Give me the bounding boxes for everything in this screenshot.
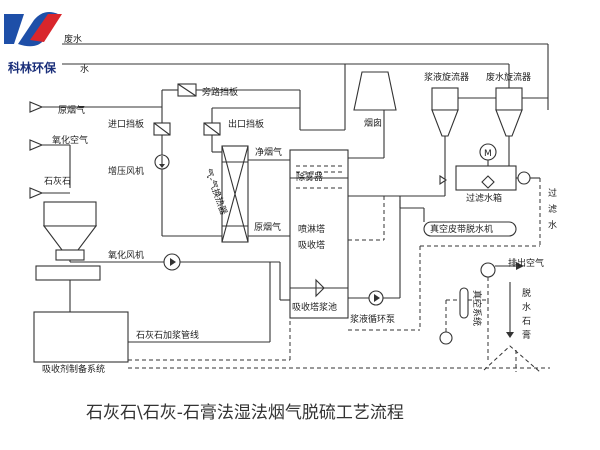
vacuum-belt-filter-label: 真空皮带脱水机 (430, 223, 493, 235)
page-title: 石灰石\石灰-石膏法湿法烟气脱硫工艺流程 (86, 402, 404, 423)
clean-flue-gas-label: 净烟气 (255, 146, 282, 158)
filtrate-water-label-3: 水 (548, 219, 557, 231)
booster-fan-label: 增压风机 (108, 165, 144, 177)
chimney (353, 71, 397, 111)
waste-water-label: 废水 (64, 33, 82, 45)
motor-label: M (484, 149, 492, 159)
gypsum-label-3: 石 (522, 317, 531, 327)
oxidation-air-arrow-icon (29, 139, 44, 151)
company-logo (4, 12, 62, 47)
slurry-cyclone (431, 87, 459, 111)
chimney-label: 烟囱 (364, 117, 382, 129)
filtrate-water-label-2: 滤 (548, 203, 557, 215)
tower-slurry-pool-label: 吸收塔浆池 (292, 301, 337, 313)
raw-flue-gas-label: 原烟气 (58, 104, 85, 116)
agitator-icon (315, 278, 325, 298)
absorbent-prep-system (33, 311, 129, 363)
vacuum-system-pump-icon (439, 331, 453, 345)
filtrate-inlet-icon (439, 174, 447, 186)
vacuum-receiver (459, 287, 469, 319)
slurry-circulation-pump-label: 浆液循环泵 (350, 313, 395, 325)
water-label: 水 (80, 63, 89, 75)
gypsum-label-1: 脱 (522, 287, 531, 299)
wastewater-cyclone (495, 87, 523, 111)
spray-nozzles (296, 165, 342, 189)
gypsum-label-2: 水 (522, 301, 531, 313)
raw-flue-gas-mid-label: 原烟气 (254, 221, 281, 233)
vacuum-belt-filter (423, 221, 517, 237)
oxidation-fan-label: 氧化风机 (108, 249, 144, 261)
absorbent-prep-label: 吸收剂制备系统 (42, 363, 105, 375)
vacuum-system-label: 真空系统 (471, 290, 483, 326)
limestone-arrow-icon (29, 187, 44, 199)
limestone-mill (35, 265, 101, 281)
mist-eliminator-label: 除雾器 (296, 171, 323, 183)
exhaust-air-label: 排出空气 (508, 257, 544, 269)
filtrate-tank-label: 过滤水箱 (466, 192, 502, 204)
gypsum-label-4: 膏 (522, 329, 531, 341)
filtrate-pump-icon (517, 171, 531, 185)
gypsum-pile (483, 345, 541, 373)
limestone-silo (43, 201, 97, 227)
raw-flue-gas-arrow-icon (29, 101, 44, 113)
brand-name: 科林环保 (8, 60, 57, 75)
spray-tower-label: 喷淋塔 (298, 223, 325, 235)
oxidation-air-label: 氧化空气 (52, 134, 88, 146)
filtrate-water-label-1: 过 (548, 187, 557, 199)
vacuum-pump-icon (480, 262, 496, 278)
slurry-cyclone-label: 浆液旋流器 (424, 71, 469, 83)
outlet-damper-label: 出口挡板 (228, 118, 264, 130)
absorber-label: 吸收塔 (298, 239, 325, 251)
bypass-damper-label: 旁路挡板 (202, 86, 238, 98)
limestone-label: 石灰石 (44, 175, 71, 187)
inlet-damper-label: 进口挡板 (108, 118, 144, 130)
limestone-slurry-pipe-label: 石灰石加浆管线 (136, 329, 199, 341)
